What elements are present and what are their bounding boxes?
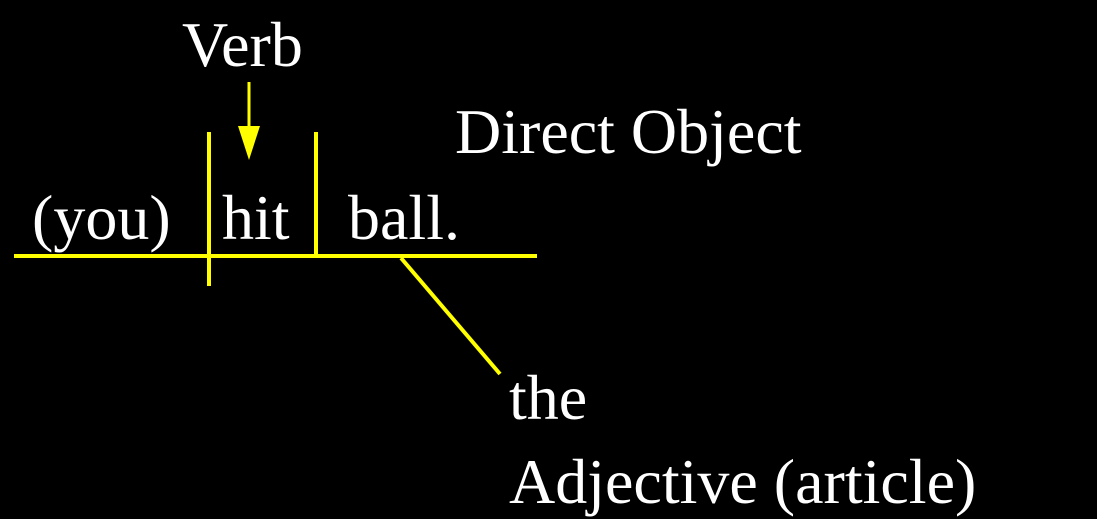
direct-object-annotation-label: Direct Object: [455, 96, 802, 167]
verb-word: hit: [222, 182, 290, 253]
adjective-article-annotation-label: Adjective (article): [509, 446, 976, 517]
modifier-slant-line: [399, 256, 502, 376]
verb-annotation-label: Verb: [182, 9, 303, 80]
object-word: ball.: [348, 182, 460, 253]
modifier-word: the: [509, 362, 587, 433]
subject-word: (you): [32, 182, 171, 253]
verb-arrow-head: [238, 126, 260, 160]
